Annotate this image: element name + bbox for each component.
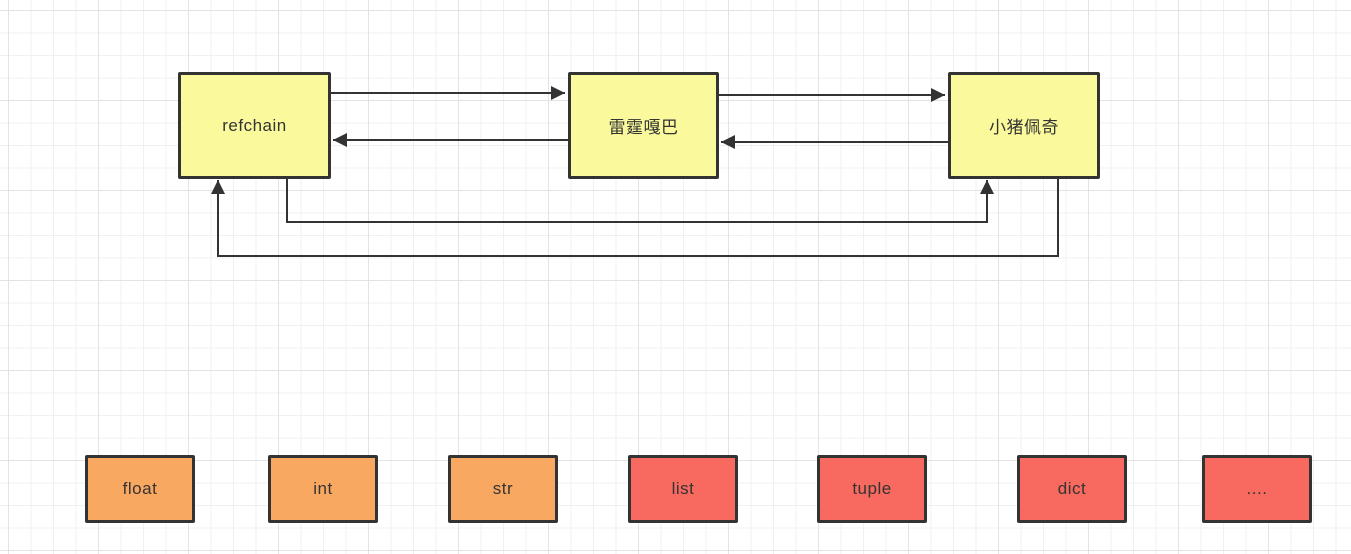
node-float-label: float bbox=[122, 479, 158, 498]
node-more[interactable]: .... bbox=[1202, 455, 1312, 523]
node-list-label: list bbox=[671, 479, 695, 498]
node-xiaozhu-peiqi-label: 小猪佩奇 bbox=[989, 118, 1059, 137]
node-dict[interactable]: dict bbox=[1017, 455, 1127, 523]
node-list[interactable]: list bbox=[628, 455, 738, 523]
node-float[interactable]: float bbox=[85, 455, 195, 523]
edge-refchain-to-xiaozhu-peiqi-loop[interactable] bbox=[286, 178, 994, 223]
node-xiaozhu-peiqi[interactable]: 小猪佩奇 bbox=[948, 72, 1100, 179]
node-int-label: int bbox=[313, 479, 333, 498]
node-leiting-gaba[interactable]: 雷霆嘎巴 bbox=[568, 72, 719, 179]
node-more-label: .... bbox=[1246, 479, 1268, 498]
node-dict-label: dict bbox=[1057, 479, 1087, 498]
node-tuple-label: tuple bbox=[852, 479, 892, 498]
node-tuple[interactable]: tuple bbox=[817, 455, 927, 523]
edge-xiaozhu-peiqi-to-refchain-loop[interactable] bbox=[211, 178, 1059, 257]
node-leiting-gaba-label: 雷霆嘎巴 bbox=[608, 118, 679, 137]
node-str[interactable]: str bbox=[448, 455, 558, 523]
node-refchain-label: refchain bbox=[222, 115, 287, 135]
node-int[interactable]: int bbox=[268, 455, 378, 523]
node-refchain[interactable]: refchain bbox=[178, 72, 331, 179]
node-str-label: str bbox=[492, 479, 514, 498]
